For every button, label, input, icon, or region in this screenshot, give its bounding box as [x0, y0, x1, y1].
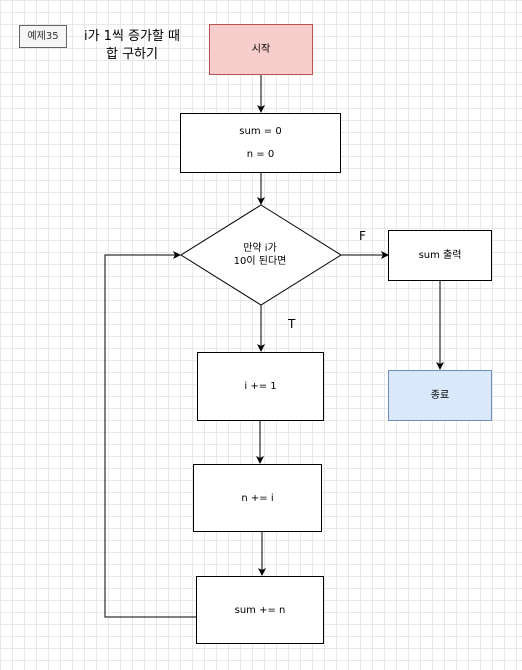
- title-line-1: i가 1씩 증가할 때: [83, 29, 181, 44]
- condition-line-1: 만약 i가: [243, 242, 277, 254]
- add-n-node: n += i: [193, 464, 322, 532]
- condition-label: 만약 i가 10이 된다면: [200, 238, 320, 272]
- print-label: sum 출력: [418, 250, 462, 261]
- increment-i-node: i += 1: [197, 352, 324, 421]
- add-sum-label: sum += n: [234, 604, 286, 616]
- false-label: F: [359, 229, 366, 243]
- start-node: 시작: [209, 24, 313, 75]
- init-line-n: n = 0: [246, 149, 275, 160]
- add-sum-node: sum += n: [196, 576, 324, 644]
- init-line-sum: sum = 0: [239, 126, 282, 137]
- true-label: T: [288, 317, 296, 331]
- end-label: 종료: [430, 390, 450, 401]
- edge-loop-back: [104, 251, 196, 618]
- condition-line-2: 10이 된다면: [233, 256, 287, 267]
- start-label: 시작: [251, 44, 271, 55]
- increment-i-label: i += 1: [244, 381, 277, 392]
- example-tag: 예제35: [19, 25, 67, 48]
- title-line-2: 합 구하기: [106, 46, 158, 62]
- end-node: 종료: [388, 370, 492, 421]
- print-node: sum 출력: [388, 230, 492, 281]
- example-tag-label: 예제35: [27, 31, 59, 42]
- init-node: sum = 0 n = 0: [180, 113, 341, 173]
- diagram-title: i가 1씩 증가할 때 합 구하기: [76, 28, 188, 63]
- add-n-label: n += i: [241, 492, 274, 504]
